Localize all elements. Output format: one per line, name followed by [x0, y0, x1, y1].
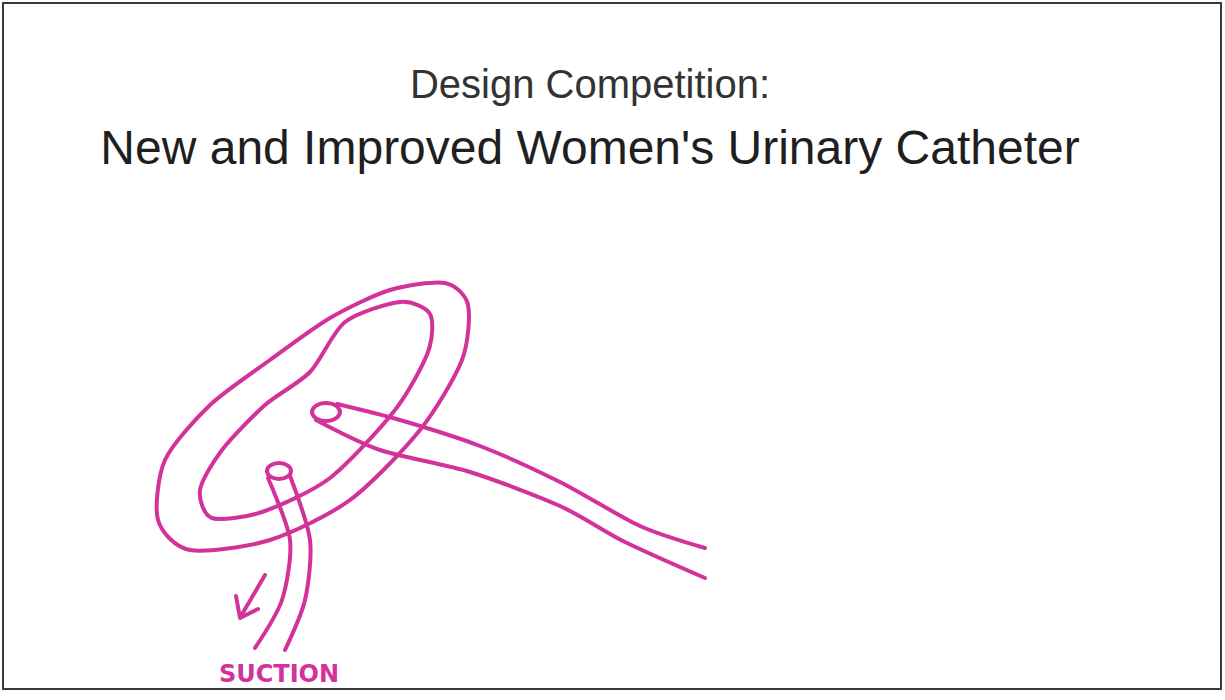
suction-arrow: [236, 596, 258, 618]
drain-tube: [337, 404, 705, 548]
drain-tube: [316, 420, 705, 578]
suction-tube: [255, 478, 290, 648]
slide-frame: [3, 3, 1221, 689]
suction-port: [267, 463, 291, 479]
slide-heading: Design Competition:: [410, 62, 770, 107]
pen-strokes: [157, 282, 705, 650]
outer-ring: [157, 282, 469, 550]
suction-label: SUCTION: [216, 660, 342, 688]
slide-title: New and Improved Women's Urinary Cathete…: [100, 120, 1079, 175]
drain-port: [312, 403, 340, 421]
inner-ring: [200, 302, 432, 519]
suction-tube: [285, 476, 311, 650]
